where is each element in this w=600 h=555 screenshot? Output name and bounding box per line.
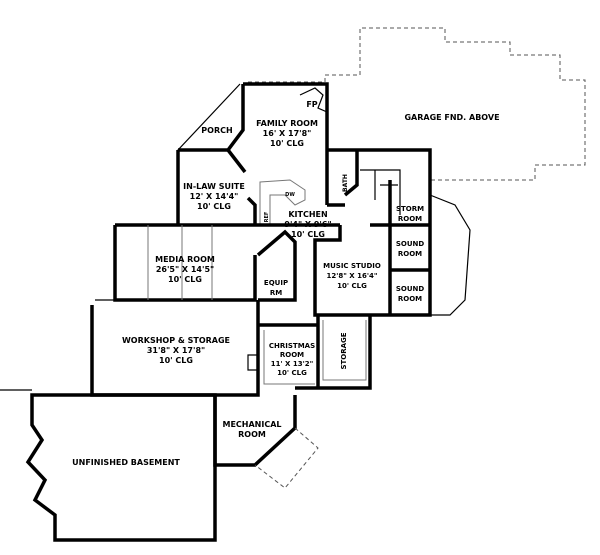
workshop-utility (247, 354, 259, 371)
bath-walls (327, 148, 432, 225)
in-law-suite-walls (176, 148, 257, 225)
bath-label: BATH (342, 174, 349, 192)
storage-shelves (263, 320, 367, 385)
garage-outline (248, 27, 586, 181)
fireplace-label: FP (306, 100, 318, 109)
family-room-walls (178, 82, 329, 205)
media-room-risers (147, 225, 213, 300)
unfinished-basement-walls (25, 393, 217, 542)
refrigerator-label: REF (264, 211, 270, 223)
stairs (360, 169, 401, 215)
porch-label: PORCH (201, 126, 233, 135)
fireplace (299, 87, 328, 113)
mechanical-bay (254, 427, 319, 489)
music-studio-walls (313, 225, 432, 317)
dishwasher-label: DW (285, 192, 295, 198)
storage-label: STORAGE (340, 332, 348, 370)
media-room-walls (113, 225, 257, 302)
christmas-room-walls (258, 315, 372, 390)
unfinished-basement-label: UNFINISHED BASEMENT (72, 458, 180, 467)
equip-room-walls (256, 229, 297, 302)
garage-label: GARAGE FND. ABOVE (404, 113, 500, 122)
bay-window (429, 194, 471, 316)
